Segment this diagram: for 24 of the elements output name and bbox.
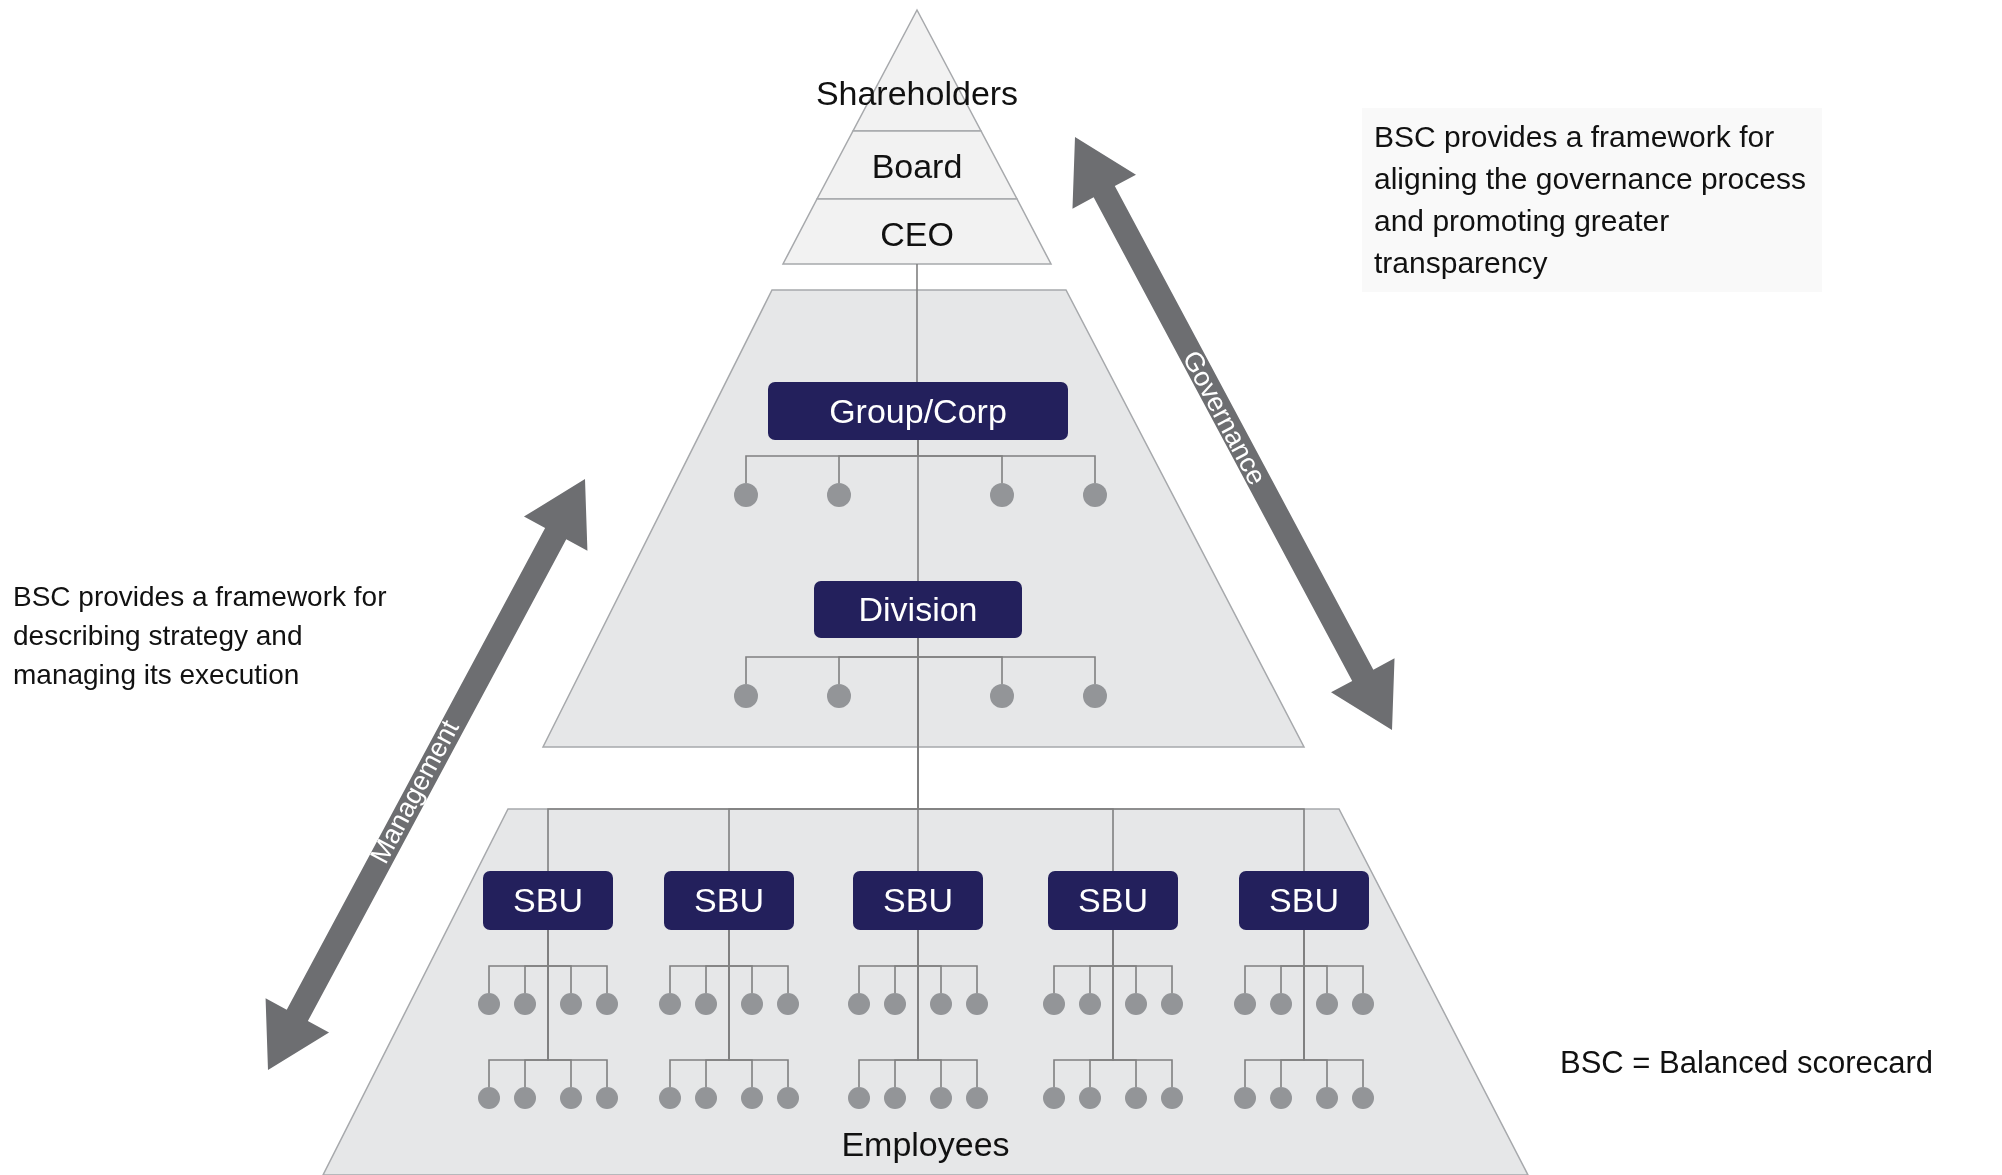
org-unit-box: SBU bbox=[483, 871, 613, 930]
org-unit-box: SBU bbox=[664, 871, 794, 930]
org-unit-box: SBU bbox=[1048, 871, 1178, 930]
connector-line bbox=[916, 263, 918, 383]
tier-label: Board bbox=[870, 146, 964, 186]
pyramid-tier bbox=[783, 199, 1051, 264]
pyramid-tier bbox=[817, 132, 1017, 199]
connector-line bbox=[728, 929, 789, 1088]
note-text: BSC provides a framework for describing strategy and managing its execution bbox=[13, 580, 388, 692]
tier-label: CEO bbox=[879, 214, 955, 254]
connector-line bbox=[1303, 929, 1364, 1088]
note-text: BSC provides a framework for aligning the governance process and promoting greater transparency bbox=[1362, 108, 1822, 292]
note-text: BSC = Balanced scorecard bbox=[1560, 1044, 1935, 1082]
pyramid-band bbox=[543, 290, 1304, 747]
org-unit-box: SBU bbox=[1239, 871, 1369, 930]
org-unit-box: Group/Corp bbox=[768, 382, 1068, 440]
connector-line bbox=[1112, 929, 1173, 1088]
tier-label: Employees bbox=[840, 1124, 1011, 1164]
org-unit-box: SBU bbox=[853, 871, 983, 930]
org-unit-box: Division bbox=[814, 581, 1022, 638]
connector-line bbox=[917, 637, 1096, 685]
connector-line bbox=[917, 439, 1096, 484]
tier-label: Shareholders bbox=[814, 73, 1020, 113]
connector-line bbox=[917, 929, 978, 1088]
